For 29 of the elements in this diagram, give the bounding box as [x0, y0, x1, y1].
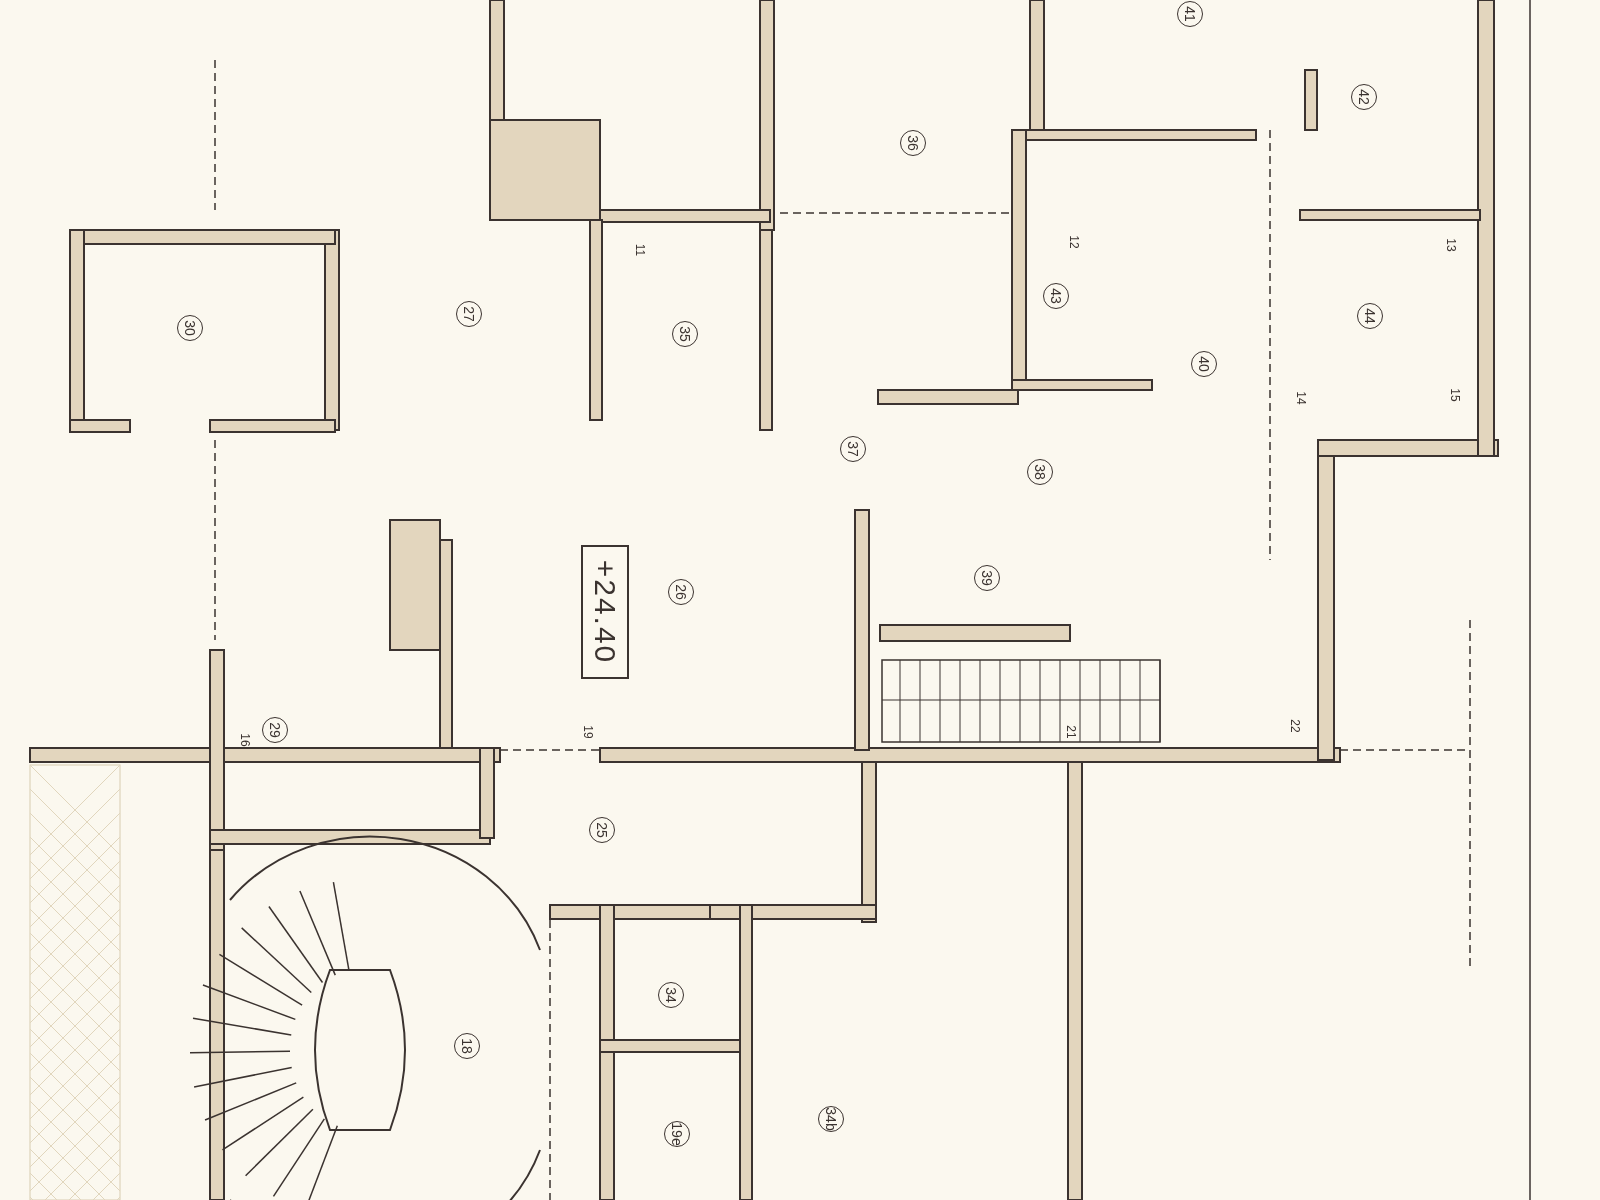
room-number: 34b	[818, 1106, 844, 1132]
grid-axis-number: 14	[1294, 390, 1308, 407]
room-number: 44	[1357, 303, 1383, 329]
grid-axis-number: 12	[1067, 234, 1081, 251]
grid-axis-number: 15	[1448, 387, 1462, 404]
room-number: 30	[177, 315, 203, 341]
room-number: 37	[840, 436, 866, 462]
room-number: 35	[672, 321, 698, 347]
room-number: 38	[1027, 459, 1053, 485]
grid-axis-number: 21	[1064, 724, 1078, 741]
room-number: 26	[668, 579, 694, 605]
grid-axis-number: 16	[238, 732, 252, 749]
room-number: 40	[1191, 351, 1217, 377]
grid-axis-number: 13	[1444, 237, 1458, 254]
room-number: 19e	[664, 1121, 690, 1147]
room-number: 36	[900, 130, 926, 156]
room-number: 27	[456, 301, 482, 327]
room-number: 41	[1177, 1, 1203, 27]
grid-axis-number: 19	[581, 724, 595, 741]
grid-axis-number: 11	[633, 242, 647, 259]
room-number: 29	[262, 717, 288, 743]
room-number: 34	[658, 982, 684, 1008]
grid-axis-number: 22	[1288, 718, 1302, 735]
room-number: 39	[974, 565, 1000, 591]
room-number: 43	[1043, 283, 1069, 309]
floor-level-mark: +24.40	[581, 545, 629, 679]
room-number: 42	[1351, 84, 1377, 110]
room-number: 25	[589, 817, 615, 843]
room-number: 18	[454, 1033, 480, 1059]
